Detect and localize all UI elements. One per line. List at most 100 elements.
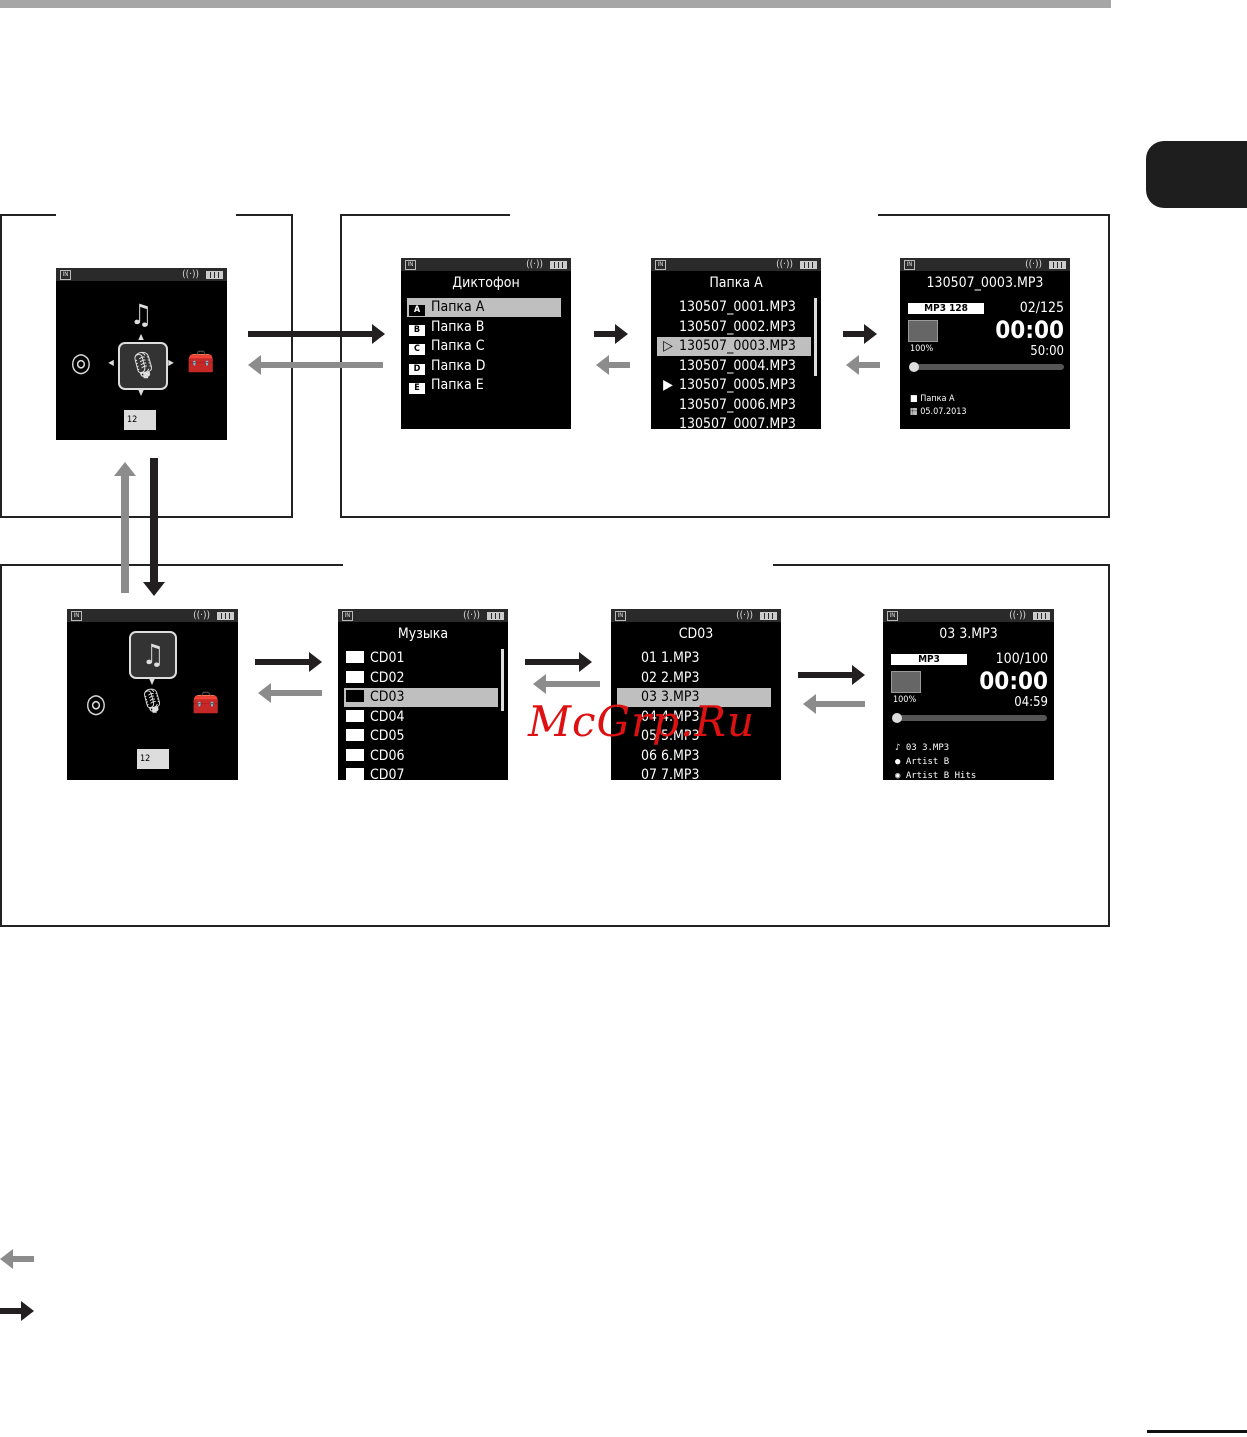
list-item[interactable]: 02 2.MP3 (617, 669, 771, 688)
calendar-icon[interactable]: 12 (124, 410, 156, 430)
list-item[interactable]: E Папка E (407, 376, 561, 395)
down-icon: ▼ (138, 388, 144, 397)
progress-knob[interactable] (909, 362, 919, 372)
battery-icon (760, 612, 777, 620)
list-item[interactable]: 07 7.MP3 (617, 766, 771, 780)
list-item[interactable]: 01 1.MP3 (617, 649, 771, 668)
tools-icon[interactable]: 🧰 (192, 691, 220, 716)
status-bar: IN ((·)) (338, 609, 508, 622)
item-label: 130507_0004.MP3 (679, 357, 796, 374)
list-item[interactable]: 06 6.MP3 (617, 747, 771, 766)
list-item[interactable]: A Папка A (407, 298, 561, 317)
forward-arrow (248, 324, 385, 344)
forward-arrow (798, 665, 865, 685)
recorder-playback-screen: IN ((·)) 130507_0003.MP3 MP3 128 02/125 … (900, 258, 1070, 429)
battery-icon (550, 261, 567, 269)
folder-icon (346, 690, 364, 702)
list-item[interactable]: ▶ 130507_0005.MP3 (657, 376, 811, 395)
stop-icon (891, 671, 921, 693)
in-badge: IN (615, 611, 626, 621)
list-item[interactable]: 130507_0002.MP3 (657, 318, 811, 337)
folder-icon: D (409, 363, 425, 375)
music-icon[interactable]: ♫ (129, 631, 177, 679)
list-item[interactable]: 130507_0007.MP3 (657, 415, 811, 429)
tools-icon[interactable]: 🧰 (187, 350, 215, 375)
item-label: 06 6.MP3 (641, 747, 700, 764)
play-mark-icon: ▶ (663, 377, 673, 393)
scrollbar[interactable] (814, 298, 817, 376)
item-label: CD03 (370, 689, 405, 705)
in-badge: IN (405, 260, 416, 270)
status-bar: IN ((·)) (611, 609, 781, 622)
list-item[interactable]: CD04 (344, 708, 498, 727)
wifi-icon: ((·)) (1009, 610, 1026, 621)
wifi-icon: ((·)) (1025, 259, 1042, 270)
list-item[interactable]: 130507_0004.MP3 (657, 357, 811, 376)
item-label: Папка A (431, 299, 485, 315)
item-label: Папка D (431, 357, 486, 374)
list-item[interactable]: CD05 (344, 727, 498, 746)
folder-icon: A (409, 305, 425, 316)
track-name: 03 3.MP3 (905, 743, 950, 753)
list-item[interactable]: 130507_0006.MP3 (657, 396, 811, 415)
right-icon: ▶ (168, 358, 174, 367)
back-arrow (248, 355, 383, 375)
folder-icon: E (409, 383, 425, 394)
item-label: CD02 (370, 669, 405, 686)
wifi-icon: ((·)) (463, 610, 480, 621)
item-label: 130507_0003.MP3 (679, 338, 796, 354)
format-badge: MP3 (891, 654, 967, 665)
calendar-icon[interactable]: 12 (137, 749, 169, 769)
item-label: 130507_0006.MP3 (679, 396, 796, 413)
mic-icon[interactable]: 🎙 (137, 687, 168, 715)
forward-arrow (594, 324, 628, 344)
battery-icon (206, 271, 223, 279)
speed-label: 100% (910, 344, 934, 354)
total-length: 50:00 (1030, 344, 1064, 359)
item-label: 07 7.MP3 (641, 767, 700, 780)
in-badge: IN (887, 611, 898, 621)
list-item[interactable]: ▷130507_0003.MP3 (657, 337, 811, 356)
down-icon: ▼ (149, 677, 155, 686)
list-item[interactable]: CD03 (344, 688, 498, 707)
list-item[interactable]: 04 4.MP3 (617, 708, 771, 727)
list-item[interactable]: 03 3.MP3 (617, 688, 771, 707)
progress-bar[interactable] (892, 713, 1047, 723)
total-length: 04:59 (1014, 695, 1048, 710)
mic-icon[interactable]: 🎙 (118, 342, 168, 390)
folder-icon (346, 729, 364, 741)
list-item[interactable]: CD01 (344, 649, 498, 668)
down-arrow (143, 458, 165, 596)
progress-knob[interactable] (892, 713, 902, 723)
list-item[interactable]: CD07 (344, 766, 498, 780)
folder-icon (346, 709, 364, 722)
screen-title: CD03 (678, 626, 714, 642)
podcast-icon[interactable]: ◎ (70, 348, 92, 378)
list-item[interactable]: 05 5.MP3 (617, 727, 771, 746)
folder-icon (346, 651, 364, 663)
progress-bar[interactable] (909, 362, 1064, 372)
list-item[interactable]: 130507_0001.MP3 (657, 298, 811, 317)
item-label: 130507_0005.MP3 (679, 377, 796, 393)
in-badge: IN (904, 260, 915, 270)
home-screen-recorder: IN ((·)) ♫ ▲ 🎙 ◀ ▶ ▼ ◎ 🧰 12 (56, 268, 227, 440)
scrollbar[interactable] (501, 649, 504, 711)
list-item[interactable]: CD06 (344, 747, 498, 766)
item-label: 130507_0002.MP3 (679, 318, 796, 335)
folder-icon (346, 748, 364, 761)
item-label: CD05 (370, 728, 405, 744)
list-item[interactable]: CD02 (344, 669, 498, 688)
folder-icon: ■ (910, 394, 921, 404)
list-item[interactable]: D Папка D (407, 357, 561, 376)
podcast-icon[interactable]: ◎ (85, 689, 107, 719)
folder-icon: C (409, 344, 425, 355)
folder-icon: B (409, 324, 425, 336)
back-arrow (258, 683, 322, 703)
wifi-icon: ((·)) (182, 269, 199, 280)
home-screen-music: IN ((·)) ♫ ▼ 🎙 ◎ 🧰 12 (67, 609, 238, 780)
music-icon[interactable]: ♫ (129, 298, 153, 331)
item-label: Папка E (431, 377, 484, 393)
item-label: 130507_0007.MP3 (679, 416, 796, 429)
